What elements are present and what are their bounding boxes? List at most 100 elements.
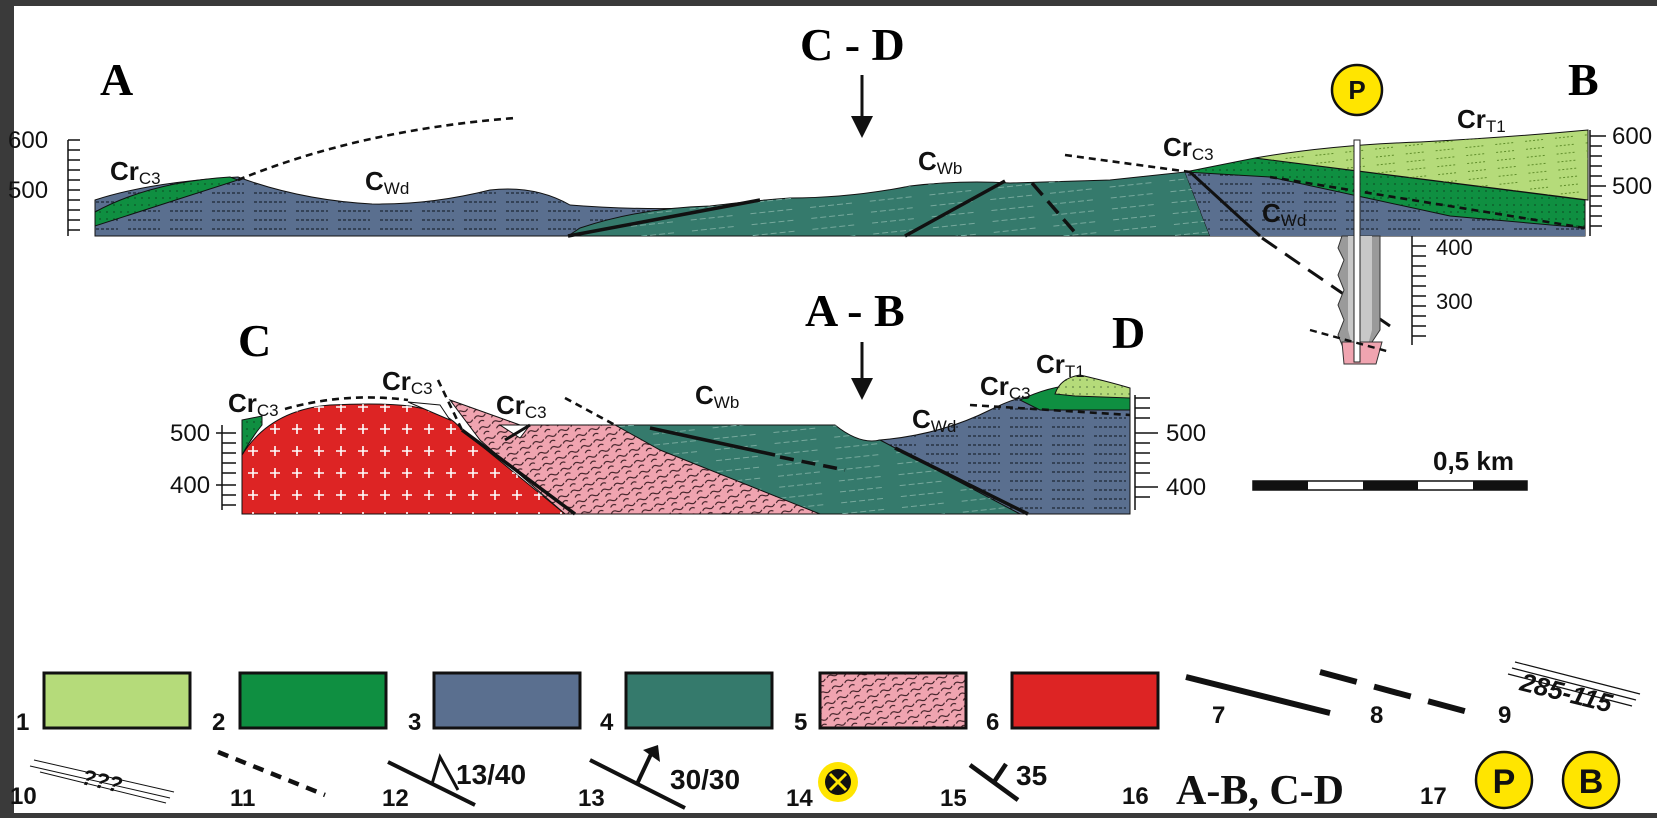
legend-swatch-4 [624,671,774,730]
legend-num: 7 [1212,702,1225,729]
elevation-scale-right: 500 400 [1134,395,1206,510]
label-crc3-c: CrC3 [496,390,547,422]
legend-num: 1 [16,709,29,736]
legend-section-lines: A-B, C-D [1176,768,1344,813]
fault-line [904,179,1006,238]
layer-cwd-right-pattern [1185,172,1585,236]
boundary-projected [1064,153,1191,174]
arrow-down-icon [851,116,873,138]
legend-num: 4 [600,709,614,736]
section-ab: C D A - B [170,285,1206,516]
svg-text:P: P [1493,763,1516,801]
fault-line [894,446,1029,516]
section-ab-title: A - B [805,285,905,336]
label-cwb: CWb [695,380,739,412]
svg-text:B: B [1579,763,1604,801]
legend-num: 9 [1498,702,1511,729]
legend-num: 13 [578,785,605,812]
well-symbol-letter: P [1348,75,1365,105]
legend-swatch-6 [1010,671,1160,730]
borehole: 400 300 P [1309,63,1473,365]
legend-swatch-3 [432,671,582,730]
elevation-scale-right: 600 500 [1589,123,1652,236]
elevation-scale-left: 600 500 [8,127,80,236]
fault-line [1188,170,1262,238]
section-ab-end-right: D [1112,307,1145,358]
label-crc3-d: CrC3 [980,371,1031,403]
legend-swatch-1 [42,671,192,730]
label-crt1: CrT1 [1457,104,1506,136]
boundary-projected [284,396,409,411]
legend-well-p-icon: P [1474,750,1534,810]
legend-dip-12: 13/40 [387,753,526,807]
legend-num: 17 [1420,783,1447,810]
layer-pink-pattern [450,400,820,514]
legend-strike-15: 35 [968,760,1047,802]
section-cd-end-right: B [1568,54,1599,105]
legend-dip-13: 30/30 [589,745,740,810]
section-cd-title: C - D [800,19,905,70]
fault-line [460,428,577,516]
layer-cwd-pattern [880,396,1130,514]
fault-line [649,426,776,457]
elevation-scale-left: 500 400 [170,420,236,510]
label-crt1: CrT1 [1036,349,1085,381]
elev-label: 500 [8,177,48,204]
elev-label: 500 [1612,173,1652,200]
boundary-projected [1269,175,1586,230]
svg-text:30/30: 30/30 [670,764,740,795]
fault-dashed [779,455,846,472]
elev-label: 500 [1166,420,1206,447]
layer-crc3-b [407,401,452,422]
elev-label: 600 [8,127,48,154]
legend-num: 11 [230,785,255,812]
elev-label: 400 [170,472,210,499]
legend-num: 3 [408,709,421,736]
arrow-down-icon [851,378,873,400]
well-symbol-icon [1330,63,1384,117]
scale-bar: 0,5 km [1252,446,1528,491]
section-cd-end-left: A [100,54,133,105]
legend-num: 8 [1370,702,1383,729]
label-crc3-right: CrC3 [1163,132,1214,164]
label-crc3-b: CrC3 [382,366,433,398]
legend-boundary-dashed [217,749,326,798]
fault-line [504,423,531,442]
svg-text:13/40: 13/40 [456,759,526,790]
fault-line [567,198,761,238]
legend-num: 16 [1122,783,1149,810]
boundary-projected [564,396,616,427]
svg-text:35: 35 [1016,760,1047,791]
legend-well-b-icon: B [1561,750,1621,810]
layer-granite-pattern [242,404,565,514]
scale-label: 0,5 km [1433,446,1514,476]
legend-num: 12 [382,785,409,812]
layer-crc3-left-pattern [95,177,238,226]
legend-fault-solid [1185,674,1331,716]
layer-cwb-pattern [580,172,1210,236]
boundary-projected [436,379,464,431]
label-cwd: CWd [365,166,409,198]
legend-well-cross-icon [818,762,858,802]
label-cwb: CWb [918,146,962,178]
depth-label: 400 [1436,235,1473,260]
elev-label: 400 [1166,474,1206,501]
boundary-projected [969,403,1131,417]
legend-num: 15 [940,785,967,812]
label-cwd-right: CWd [1262,198,1306,230]
label-crc3-a: CrC3 [228,388,279,420]
label-cwd: CWd [912,404,956,436]
label-crc3-left: CrC3 [110,156,161,188]
legend-num: 6 [986,709,999,736]
boundary-projected [237,116,516,182]
depth-label: 300 [1436,289,1473,314]
legend-fault-dashed [1319,669,1469,715]
elev-label: 600 [1612,123,1652,150]
legend-num: 14 [786,785,813,812]
fault-dashed [1030,181,1080,238]
section-cd: A B C - D [8,19,1652,365]
elev-label: 500 [170,420,210,447]
layer-crt1-pattern [1255,130,1588,200]
